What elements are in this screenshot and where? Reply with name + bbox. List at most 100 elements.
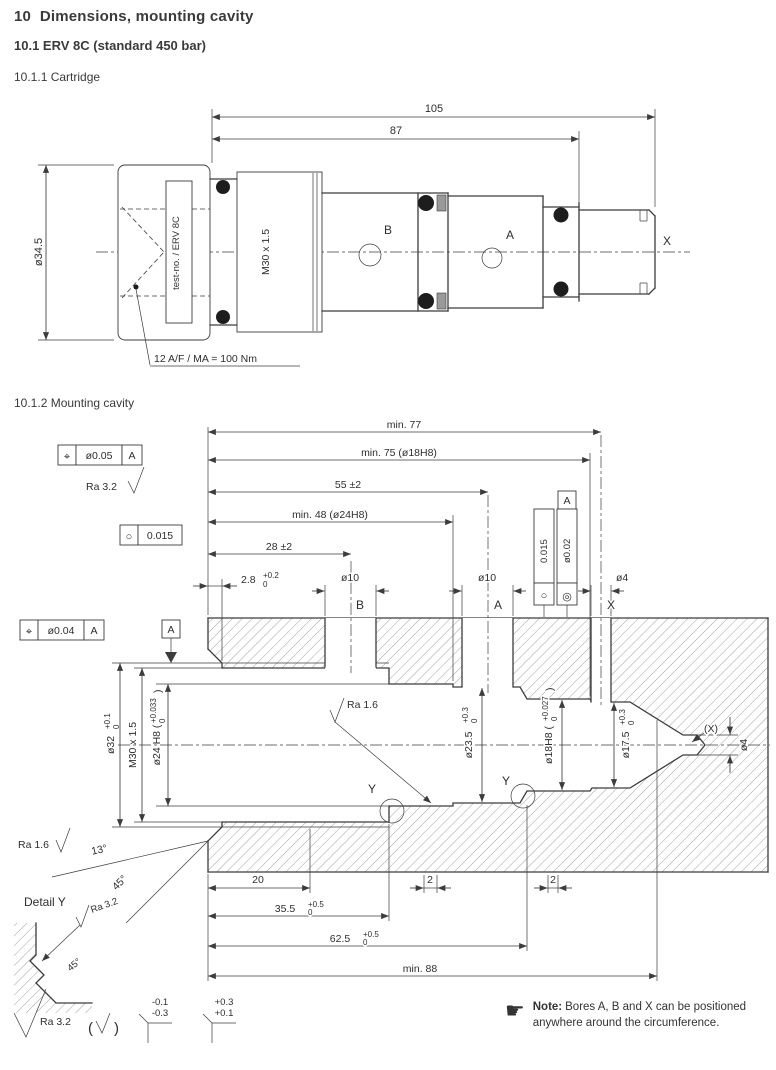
bore-label-x: X [607,598,615,612]
dim-hex-diameter: ø34.5 [33,238,45,266]
bore-label-a: A [494,598,502,612]
note-body: Bores A, B and X can be positioned anywh… [532,1001,747,1029]
pointing-hand-icon: ☛ [505,998,525,1023]
note-label: Note: [532,1001,563,1013]
dim-dia32-up: +0.1 [103,713,112,729]
dim-2-8-lower-tol: 0 [263,580,268,589]
x-port-reference: (X) [704,723,718,735]
dim-28: 28 ±2 [266,541,292,553]
ra-value: Ra 3.2 [89,896,119,916]
dim-dia32: ø32 [105,736,117,754]
o-ring [553,281,569,297]
position-symbol: ⌖ [64,451,70,463]
gdt-position-frame-left: ⌖ ø0.04 A [19,619,105,641]
gdt-value: ø0.02 [562,539,573,563]
o-ring [216,180,230,194]
thread-label: M30 x 1.5 [260,229,272,275]
dim-dia18: ø18H8 ( [543,726,555,764]
dim-2-8-upper-tol: +0.2 [263,571,279,580]
edge-symbol [211,1022,236,1043]
cartridge-hex-head: test-no. / ERV 8C [117,164,211,341]
dim-bore-x-dia: ø4 [616,572,628,584]
edge-tol-1-dn: -0.3 [152,1008,168,1019]
dim-355-up: +0.5 [308,900,324,909]
dim-2b: 2 [550,874,556,886]
torque-note-text: 12 A/F / MA = 100 Nm [154,353,257,365]
detail-y-view: Detail Y Ra 3.2 45° [14,895,119,1013]
detail-label-y2: Y [502,774,510,788]
surface-finish-icon [13,988,47,1038]
cavity-bore-callouts: ø10 ø10 ø4 B A X [312,571,630,616]
cartridge-dimensions: 105 87 ø34.5 [33,103,656,341]
dim-min88: min. 88 [403,963,438,975]
edge-tol-1-up: -0.1 [152,997,168,1008]
dim-dia235-up: +0.3 [461,707,470,723]
dim-dia235: ø23.5 [463,731,475,758]
cavity-centerlines [118,435,770,746]
name-plate [165,180,193,324]
angle-13: 13° [90,842,108,857]
ra-value: Ra 3.2 [86,481,117,493]
detail-circle-y2 [510,783,536,809]
bore-a-circle [481,247,503,269]
angle-45: 45° [110,873,130,893]
dim-dia24: ø24 H8 ( [151,724,163,765]
surface-finish-top: Ra 3.2 [85,466,145,495]
cavity-inner-diameter-dims: ø23.5 +0.3 0 ø18H8 ( +0.027 0 ) ø17.5 +0… [460,686,750,802]
dim-bore-b-dia: ø10 [341,572,359,584]
dim-dia175: ø17.5 [620,731,632,758]
cavity-bottom-dimensions: 20 2 2 35.5 +0.5 0 62.5 +0.5 0 min. 88 [207,720,658,981]
gdt-circularity-frame-left: ○ 0.015 [119,524,183,546]
detail-y-markers: Y Y [366,773,536,824]
bore-b-circle [358,243,382,267]
datum-label: A [167,624,174,636]
surface-finish-icon [127,466,145,494]
edge-symbol [147,1022,172,1043]
datum-a-marker: A [161,619,181,663]
datum-triangle [165,652,177,663]
bore-label-b: B [356,598,364,612]
dim-min48: min. 48 (ø24H8) [292,509,368,521]
gdt-datum: A [563,495,570,507]
gdt-datum: A [90,625,97,637]
dim-2a: 2 [427,874,433,886]
cavity-top-dimensions: min. 77 min. 75 (ø18H8) 55 ±2 min. 48 (ø… [193,418,601,696]
surface-finish-icon [75,904,90,928]
dim-min77: min. 77 [387,419,422,431]
surface-finish-mid: Ra 1.6 [329,698,432,804]
gdt-value: ø0.05 [86,450,113,462]
angle-45-detail: 45° [65,956,83,974]
port-label-b: B [384,223,392,237]
detail-title: Detail Y [24,895,66,909]
name-plate-label: test-no. / ERV 8C [171,216,182,290]
o-ring [553,207,569,223]
paren-close: ) [114,1020,119,1037]
edge-tol-2-dn: +0.1 [215,1008,234,1019]
dim-dia18-up: +0.027 [541,696,550,721]
detail-label-y1: Y [368,782,376,796]
detail-circle-y1 [379,798,405,824]
dim-dia175-up: +0.3 [618,709,627,725]
cartridge-port-labels: B A X [384,223,671,248]
section-title-mounting-cavity: 10.1.2 Mounting cavity [14,396,135,410]
ra-value: Ra 3.2 [40,1016,71,1028]
dim-355: 35.5 [275,903,296,915]
edge-tol-2-up: +0.3 [215,997,234,1008]
dim-dia18-close: ) [544,688,556,692]
dim-625-dn: 0 [363,938,368,947]
dim-dia32-dn: 0 [112,724,121,729]
o-ring [216,310,230,324]
gdt-value: 0.015 [147,530,173,542]
gdt-value: 0.015 [539,539,550,563]
circularity-symbol: ○ [126,531,133,543]
o-ring [418,293,434,309]
dim-min75: min. 75 (ø18H8) [361,447,437,459]
surface-finish-icon [55,827,71,853]
o-ring [418,195,434,211]
cartridge-drawing: 105 87 ø34.5 test-no. / ERV 8C M30 x 1. [33,103,690,367]
circularity-symbol: ○ [541,590,548,602]
gdt-value: ø0.04 [48,625,75,637]
gdt-datum: A [128,450,135,462]
general-surface-and-edge-symbols: Ra 3.2 ( ) -0.1 -0.3 +0.3 +0.1 [13,988,236,1043]
position-symbol: ⌖ [26,626,32,638]
